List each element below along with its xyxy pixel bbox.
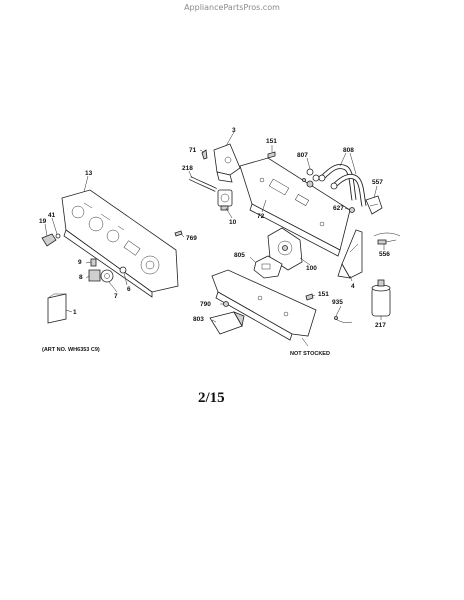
clip-151b-drawing (305, 293, 314, 301)
label-10: 10 (229, 219, 237, 226)
not-stocked-note: NOT STOCKED (290, 351, 330, 357)
label-72: 72 (257, 213, 265, 220)
label-151-top: 151 (266, 138, 277, 145)
label-218: 218 (182, 165, 193, 172)
switch-805-drawing (253, 255, 283, 279)
label-556: 556 (379, 251, 390, 258)
valve-557-drawing (365, 195, 383, 215)
side-bracket-4-drawing (337, 229, 363, 279)
pressure-switch-100-drawing (267, 227, 303, 271)
art-number: (ART NO. WH6353 C9) (42, 347, 100, 353)
label-627: 627 (333, 205, 344, 212)
capacitor-217-drawing (371, 279, 391, 317)
label-100: 100 (306, 265, 317, 272)
clip-790-drawing (223, 301, 229, 307)
wire-935-drawing (333, 316, 353, 324)
label-19: 19 (39, 218, 47, 225)
label-807: 807 (297, 152, 308, 159)
screw-769-drawing (174, 230, 183, 237)
label-151-bottom: 151 (318, 291, 329, 298)
label-808: 808 (343, 147, 354, 154)
label-805: 805 (234, 252, 245, 259)
leader-lines (44, 131, 385, 347)
label-769: 769 (186, 235, 197, 242)
knobs-drawing (88, 258, 127, 283)
literature-1-drawing (47, 293, 67, 324)
knob-19-drawing (41, 233, 61, 247)
page-number: 2/15 (198, 390, 225, 406)
label-7: 7 (114, 293, 118, 300)
label-1: 1 (73, 309, 77, 316)
module-803-drawing (209, 311, 245, 335)
label-4: 4 (351, 283, 355, 290)
label-6: 6 (127, 286, 131, 293)
bottom-cover-drawing (211, 269, 317, 341)
label-8: 8 (79, 274, 83, 281)
label-803: 803 (193, 316, 204, 323)
label-935: 935 (332, 299, 343, 306)
valves-807-drawing (306, 168, 320, 188)
harness-556-drawing (373, 232, 401, 245)
label-13: 13 (85, 170, 93, 177)
label-3: 3 (232, 127, 236, 134)
label-41: 41 (48, 212, 56, 219)
screw-71-drawing (201, 149, 208, 160)
watermark: AppliancePartsPros.com (184, 3, 280, 12)
part-labels: 3 151 807 808 71 218 13 557 627 72 10 41… (39, 127, 390, 329)
back-panel-72-drawing (239, 157, 351, 257)
hose-218-drawing (189, 176, 217, 192)
label-9: 9 (78, 259, 82, 266)
control-panel-drawing (61, 189, 179, 298)
hoses-808-drawing (318, 163, 367, 207)
label-71: 71 (189, 147, 197, 154)
fitting-627-drawing (349, 207, 355, 213)
label-217: 217 (375, 322, 386, 329)
timer-bracket-3-drawing (213, 143, 241, 183)
clip-151a-drawing (267, 151, 276, 159)
label-790: 790 (200, 301, 211, 308)
switch-10-drawing (217, 189, 233, 211)
label-557: 557 (372, 179, 383, 186)
